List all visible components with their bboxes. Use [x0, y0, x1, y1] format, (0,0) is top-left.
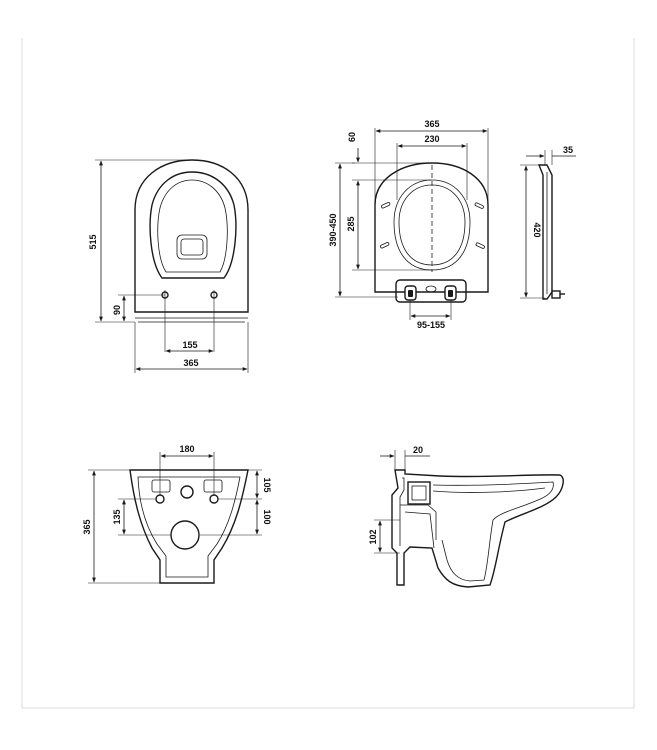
- dim-section-wall-gap: 20: [413, 445, 423, 455]
- dim-seat-offset: 60: [347, 132, 357, 142]
- dim-seat-inner-height: 285: [346, 216, 356, 231]
- dim-seat-height-range: 390-450: [328, 213, 338, 246]
- section-flush-inlet: [407, 481, 431, 505]
- seat-outline: [374, 162, 489, 293]
- seat-hinge-pin: [551, 290, 561, 299]
- bowl-rim-inner: [149, 171, 237, 279]
- dim-rear-lower-offset: 100: [262, 509, 272, 524]
- seat-side-profile: [537, 164, 553, 300]
- rear-inlet-hole: [180, 485, 194, 499]
- rear-hole-right: [209, 494, 219, 504]
- dim-rear-upper-offset: 105: [262, 477, 272, 492]
- rear-outline: [129, 469, 249, 584]
- dim-hinge-spacing: 95-155: [417, 320, 445, 330]
- section-inner-wall: [399, 477, 405, 546]
- dim-seat-width: 365: [424, 119, 439, 129]
- dim-seat-length: 420: [532, 222, 542, 237]
- rear-outlet-hole: [170, 520, 200, 550]
- dim-rear-height: 365: [82, 519, 92, 534]
- dim-section-outlet-height: 102: [368, 529, 378, 544]
- seat-side-view: 35 420: [520, 145, 576, 300]
- dim-rear-hole-spacing: 180: [179, 444, 194, 454]
- seat-view: 365 230 60 390-450 285 95-155: [328, 119, 489, 330]
- dim-seat-inner-width: 230: [424, 134, 439, 144]
- hinge-block: [395, 279, 467, 303]
- dim-top-width: 365: [183, 358, 198, 368]
- rear-hole-left: [155, 494, 165, 504]
- dim-rear-outlet-height: 135: [112, 509, 122, 524]
- section-bowl-inner: [432, 481, 554, 582]
- top-view: 515 90 155 365: [88, 159, 249, 373]
- bowl-inner-line: [157, 179, 228, 273]
- section-outer-profile: [391, 469, 564, 588]
- dim-hole-height: 90: [112, 305, 122, 315]
- bowl-outline: [134, 159, 249, 313]
- dim-hole-spacing: 155: [182, 340, 197, 350]
- drain-square: [176, 234, 208, 260]
- dim-top-height: 515: [88, 234, 98, 249]
- dim-seat-thickness: 35: [563, 145, 573, 155]
- rear-view: 180 105 100 135 365: [82, 444, 272, 584]
- section-view: 20 102: [368, 445, 564, 588]
